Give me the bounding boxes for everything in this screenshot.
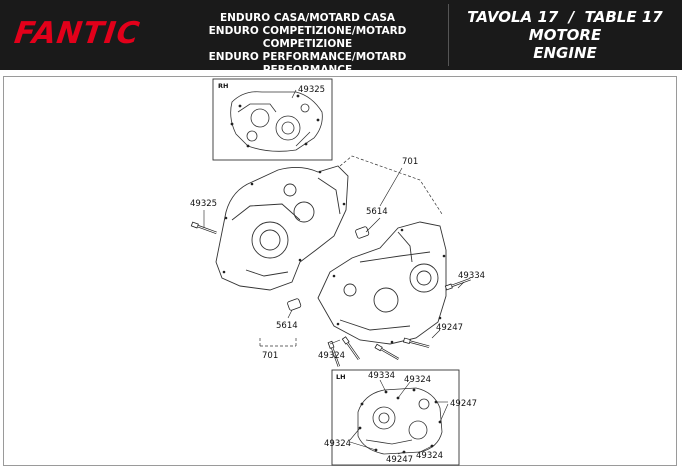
dowel-top-label: 5614 xyxy=(366,207,388,217)
model-line-2: ENDURO COMPETIZIONE/MOTARD COMPETIZIONE xyxy=(208,25,407,50)
model-list: ENDURO CASA/MOTARD CASA ENDURO COMPETIZI… xyxy=(170,12,445,77)
fantic-logo: FANTIC xyxy=(9,16,145,50)
table-title-block: TAVOLA 17 / TABLE 17 MOTORE ENGINE xyxy=(452,8,678,62)
left-bolt-label: 49325 xyxy=(190,199,217,209)
brand-wordmark: FANTIC xyxy=(9,16,145,50)
drawing-frame xyxy=(3,76,677,466)
bolt-right-lower-label: 49247 xyxy=(436,323,463,333)
title-italian: MOTORE xyxy=(528,26,602,44)
lh-crankcase-cover xyxy=(357,387,443,455)
table-number: TAVOLA 17 / TABLE 17 xyxy=(467,8,663,26)
model-line-1: ENDURO CASA/MOTARD CASA xyxy=(219,12,396,24)
lh-left-label: 49324 xyxy=(324,439,351,449)
bolt-bottom-label: 49324 xyxy=(318,351,345,361)
lh-tag: LH xyxy=(336,373,346,381)
assembly-top-label: 701 xyxy=(402,157,418,167)
header-divider xyxy=(448,4,449,66)
lh-top-a-label: 49334 xyxy=(368,371,395,381)
assembly-bottom-label: 701 xyxy=(262,351,278,361)
rh-bolt-label: 49325 xyxy=(298,85,325,95)
title-english: ENGINE xyxy=(533,44,597,62)
lh-bottom-b-label: 49324 xyxy=(416,451,443,461)
lh-right-label: 49247 xyxy=(450,399,477,409)
lh-top-b-label: 49324 xyxy=(404,375,431,385)
left-crankcase-half xyxy=(215,165,349,291)
model-line-3: ENDURO PERFORMANCE/MOTARD PERFORMANCE xyxy=(208,51,407,76)
lh-bottom-a-label: 49247 xyxy=(386,455,413,465)
lh-inset: LH 49334 49324 49247 49324 xyxy=(324,369,477,466)
rh-crankcase-cover xyxy=(230,91,323,152)
rh-tag: RH xyxy=(218,82,228,90)
rh-inset: RH 49325 xyxy=(212,78,333,161)
bolt-right-label: 49334 xyxy=(458,271,485,281)
dowel-bottom xyxy=(287,298,302,311)
header-bar: FANTIC ENDURO CASA/MOTARD CASA ENDURO CO… xyxy=(0,0,682,76)
dowel-bottom-label: 5614 xyxy=(276,321,298,331)
right-crankcase-half xyxy=(317,221,447,345)
dowel-top xyxy=(355,226,370,239)
assembly-bracket xyxy=(259,155,443,347)
